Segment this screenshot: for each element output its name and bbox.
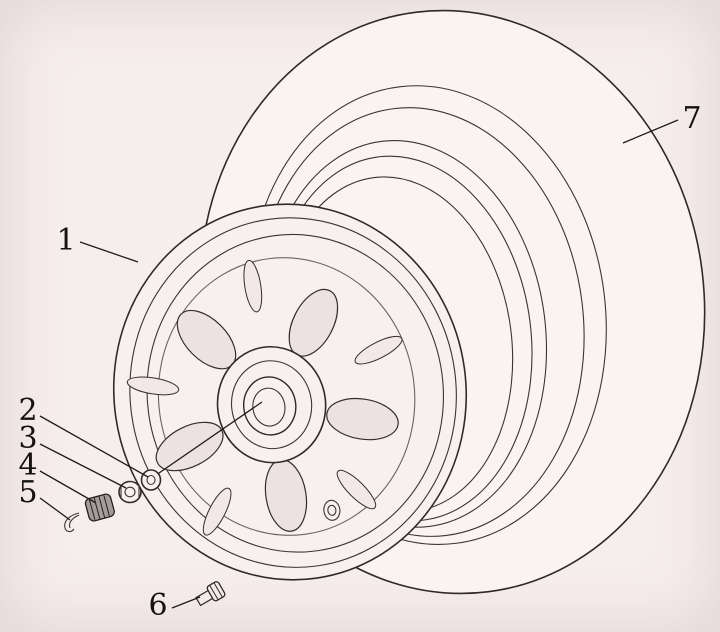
rim-bolt — [195, 581, 226, 607]
callout-3: 3 — [18, 421, 37, 456]
roller-bearing — [84, 493, 115, 522]
spoke-slot-1 — [354, 335, 403, 365]
spoke-slot-3 — [202, 487, 232, 536]
callout-2: 2 — [18, 393, 37, 428]
leader-line-7 — [622, 119, 679, 144]
cotter-pin — [64, 512, 80, 533]
hub-plate — [230, 360, 313, 450]
leader-line-6 — [171, 596, 201, 609]
rim-flange — [129, 217, 457, 568]
spoke-opening-2 — [326, 397, 399, 441]
wheel-rim — [112, 203, 468, 581]
leader-line-4 — [39, 470, 97, 504]
axle-axis-line — [145, 401, 263, 483]
callout-7: 7 — [682, 101, 701, 136]
callout-1: 1 — [56, 223, 75, 258]
spoke-face-boundary — [157, 257, 416, 536]
hub-bore-inner — [252, 387, 286, 427]
callout-4: 4 — [18, 448, 37, 483]
axle-nut — [118, 480, 142, 504]
hub-bore-outer — [242, 376, 297, 436]
spoke-slot-2 — [336, 469, 377, 510]
leader-line-3 — [39, 443, 127, 489]
hub-outer — [216, 345, 327, 464]
valve-boss-inner — [327, 504, 337, 516]
callout-5: 5 — [18, 475, 37, 510]
callout-6: 6 — [148, 588, 167, 623]
spoke-slot-5 — [243, 259, 263, 313]
leader-line-2 — [39, 415, 149, 478]
rim-inner-lip — [146, 233, 445, 553]
leader-line-1 — [79, 241, 139, 263]
washer — [140, 469, 162, 491]
valve-boss-outer — [323, 499, 341, 521]
leader-line-5 — [39, 497, 71, 521]
spoke-slot-4 — [126, 376, 180, 396]
